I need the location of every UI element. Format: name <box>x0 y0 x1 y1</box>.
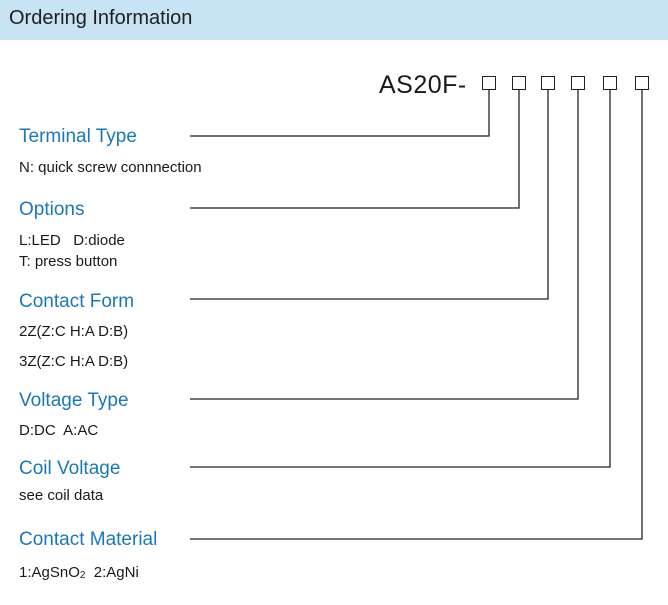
contact-material-options: 1:AgSnO2 2:AgNi <box>19 564 139 585</box>
section-title-options: Options <box>19 199 85 220</box>
connector-contact-material <box>190 90 643 540</box>
voltage-type-option: D:DC A:AC <box>19 422 99 439</box>
coil-voltage-note: see coil data <box>19 487 104 504</box>
page-title: Ordering Information <box>9 7 193 29</box>
code-box-voltage-type <box>571 76 585 90</box>
contact-form-option-2: 3Z(Z:C H:A D:B) <box>19 353 129 370</box>
connector-options <box>190 90 520 209</box>
section-title-contact-material: Contact Material <box>19 529 158 550</box>
code-box-contact-material <box>635 76 649 90</box>
connector-voltage-type <box>190 90 579 400</box>
contact-material-subscript: 2 <box>79 570 86 581</box>
options-option-1: L:LED D:diode <box>19 232 125 249</box>
connector-contact-form <box>190 90 549 300</box>
header-bar: Ordering Information <box>0 0 668 40</box>
code-box-coil-voltage <box>603 76 617 90</box>
code-box-contact-form <box>541 76 555 90</box>
section-title-contact-form: Contact Form <box>19 291 135 312</box>
contact-material-option-1: 1:AgSnO <box>19 564 80 581</box>
connector-terminal-type <box>190 90 490 137</box>
section-title-coil-voltage: Coil Voltage <box>19 458 121 479</box>
section-title-terminal-type: Terminal Type <box>19 126 137 147</box>
contact-material-option-2: 2:AgNi <box>85 564 139 581</box>
model-code-prefix: AS20F- <box>379 71 467 99</box>
terminal-type-option: N: quick screw connnection <box>19 159 202 176</box>
connector-coil-voltage <box>190 90 611 468</box>
section-title-voltage-type: Voltage Type <box>19 390 129 411</box>
code-box-options <box>512 76 526 90</box>
options-option-2: T: press button <box>19 253 118 270</box>
code-box-terminal-type <box>482 76 496 90</box>
contact-form-option-1: 2Z(Z:C H:A D:B) <box>19 323 129 340</box>
